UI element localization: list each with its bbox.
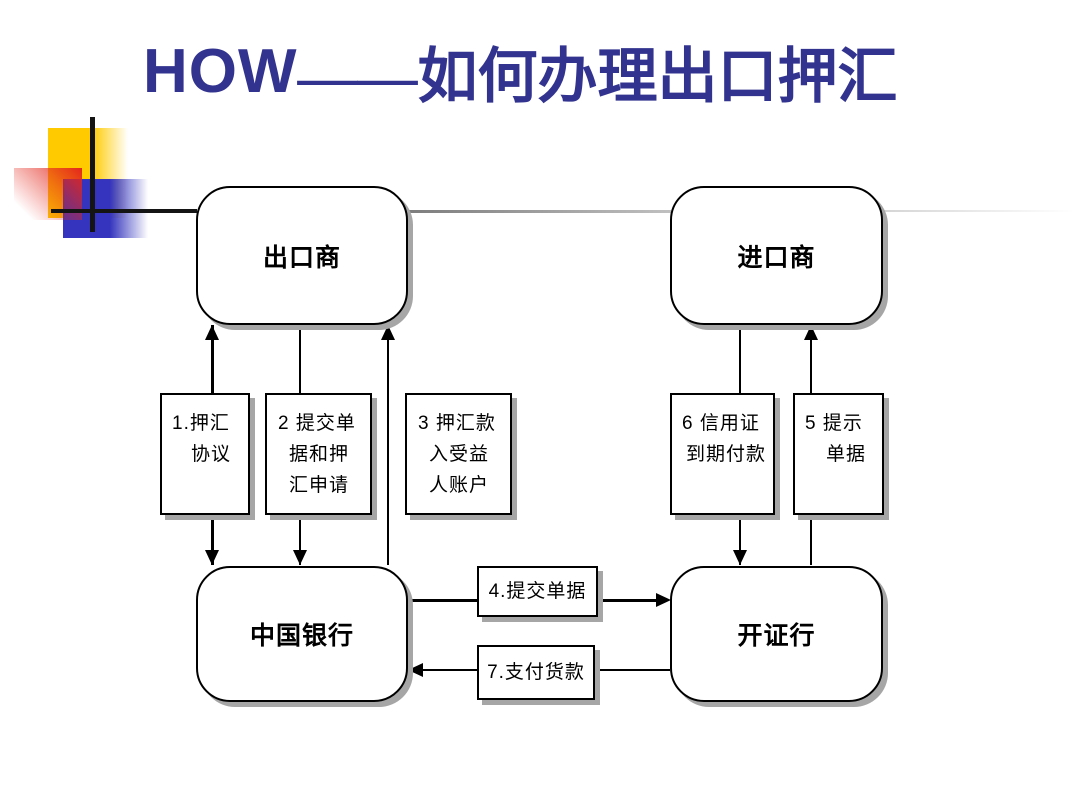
step-2-box: 2 提交单 据和押 汇申请: [265, 393, 372, 515]
step-5-line-1: 5 提示: [805, 413, 863, 434]
entity-bank-of-china-box: 中国银行: [196, 566, 408, 702]
step-2-line-3: 汇申请: [289, 475, 350, 496]
step-6-line-1: 6 信用证: [682, 413, 760, 434]
deco-vertical-line: [90, 117, 95, 232]
entity-exporter-label: 出口商: [262, 243, 341, 272]
arrow-down-icon: [733, 550, 747, 565]
step-1-box: 1.押汇 协议: [160, 393, 250, 515]
connector-step3-line: [387, 325, 389, 565]
step-2-line-2: 据和押: [289, 444, 350, 465]
step-3-box: 3 押汇款 入受益 人账户: [405, 393, 512, 515]
step-6-line-2: 到期付款: [686, 444, 767, 465]
step-3-line-3: 人账户: [429, 475, 490, 496]
entity-importer-box: 进口商: [670, 186, 883, 325]
step-4-label: 4.提交单据: [488, 581, 587, 602]
entity-issuing-bank-label: 开证行: [737, 622, 816, 650]
step-2-line-1: 2 提交单: [278, 413, 356, 434]
arrow-left-icon: [408, 663, 423, 677]
title-how-text: HOW: [143, 37, 298, 106]
entity-importer-label: 进口商: [737, 243, 816, 272]
arrow-down-icon: [205, 550, 219, 565]
step-7-box: 7.支付货款: [477, 645, 595, 700]
arrow-up-icon: [804, 325, 818, 340]
step-1-line-2: 协议: [191, 444, 232, 465]
connector-line-fadeout: [884, 210, 1074, 212]
arrow-up-icon: [381, 325, 395, 340]
step-4-box: 4.提交单据: [477, 566, 598, 617]
step-5-box: 5 提示 单据: [793, 393, 884, 515]
deco-horizontal-line: [51, 209, 197, 213]
step-5-line-2: 单据: [826, 444, 867, 465]
entity-issuing-bank-box: 开证行: [670, 566, 883, 702]
title-chinese-text: ——如何办理出口押汇: [297, 44, 898, 110]
entity-exporter-box: 出口商: [196, 186, 408, 325]
step-6-box: 6 信用证 到期付款: [670, 393, 775, 515]
slide-title: HOW——如何办理出口押汇: [143, 28, 898, 115]
step-3-line-1: 3 押汇款: [418, 413, 496, 434]
step-7-label: 7.支付货款: [487, 662, 585, 683]
arrow-right-icon: [656, 593, 671, 607]
arrow-up-icon: [205, 325, 219, 340]
entity-bank-of-china-label: 中国银行: [249, 622, 354, 650]
exporter-importer-connector-line: [408, 210, 671, 213]
arrow-down-icon: [293, 550, 307, 565]
step-3-line-2: 入受益: [429, 444, 490, 465]
step-1-line-1: 1.押汇: [172, 413, 230, 434]
